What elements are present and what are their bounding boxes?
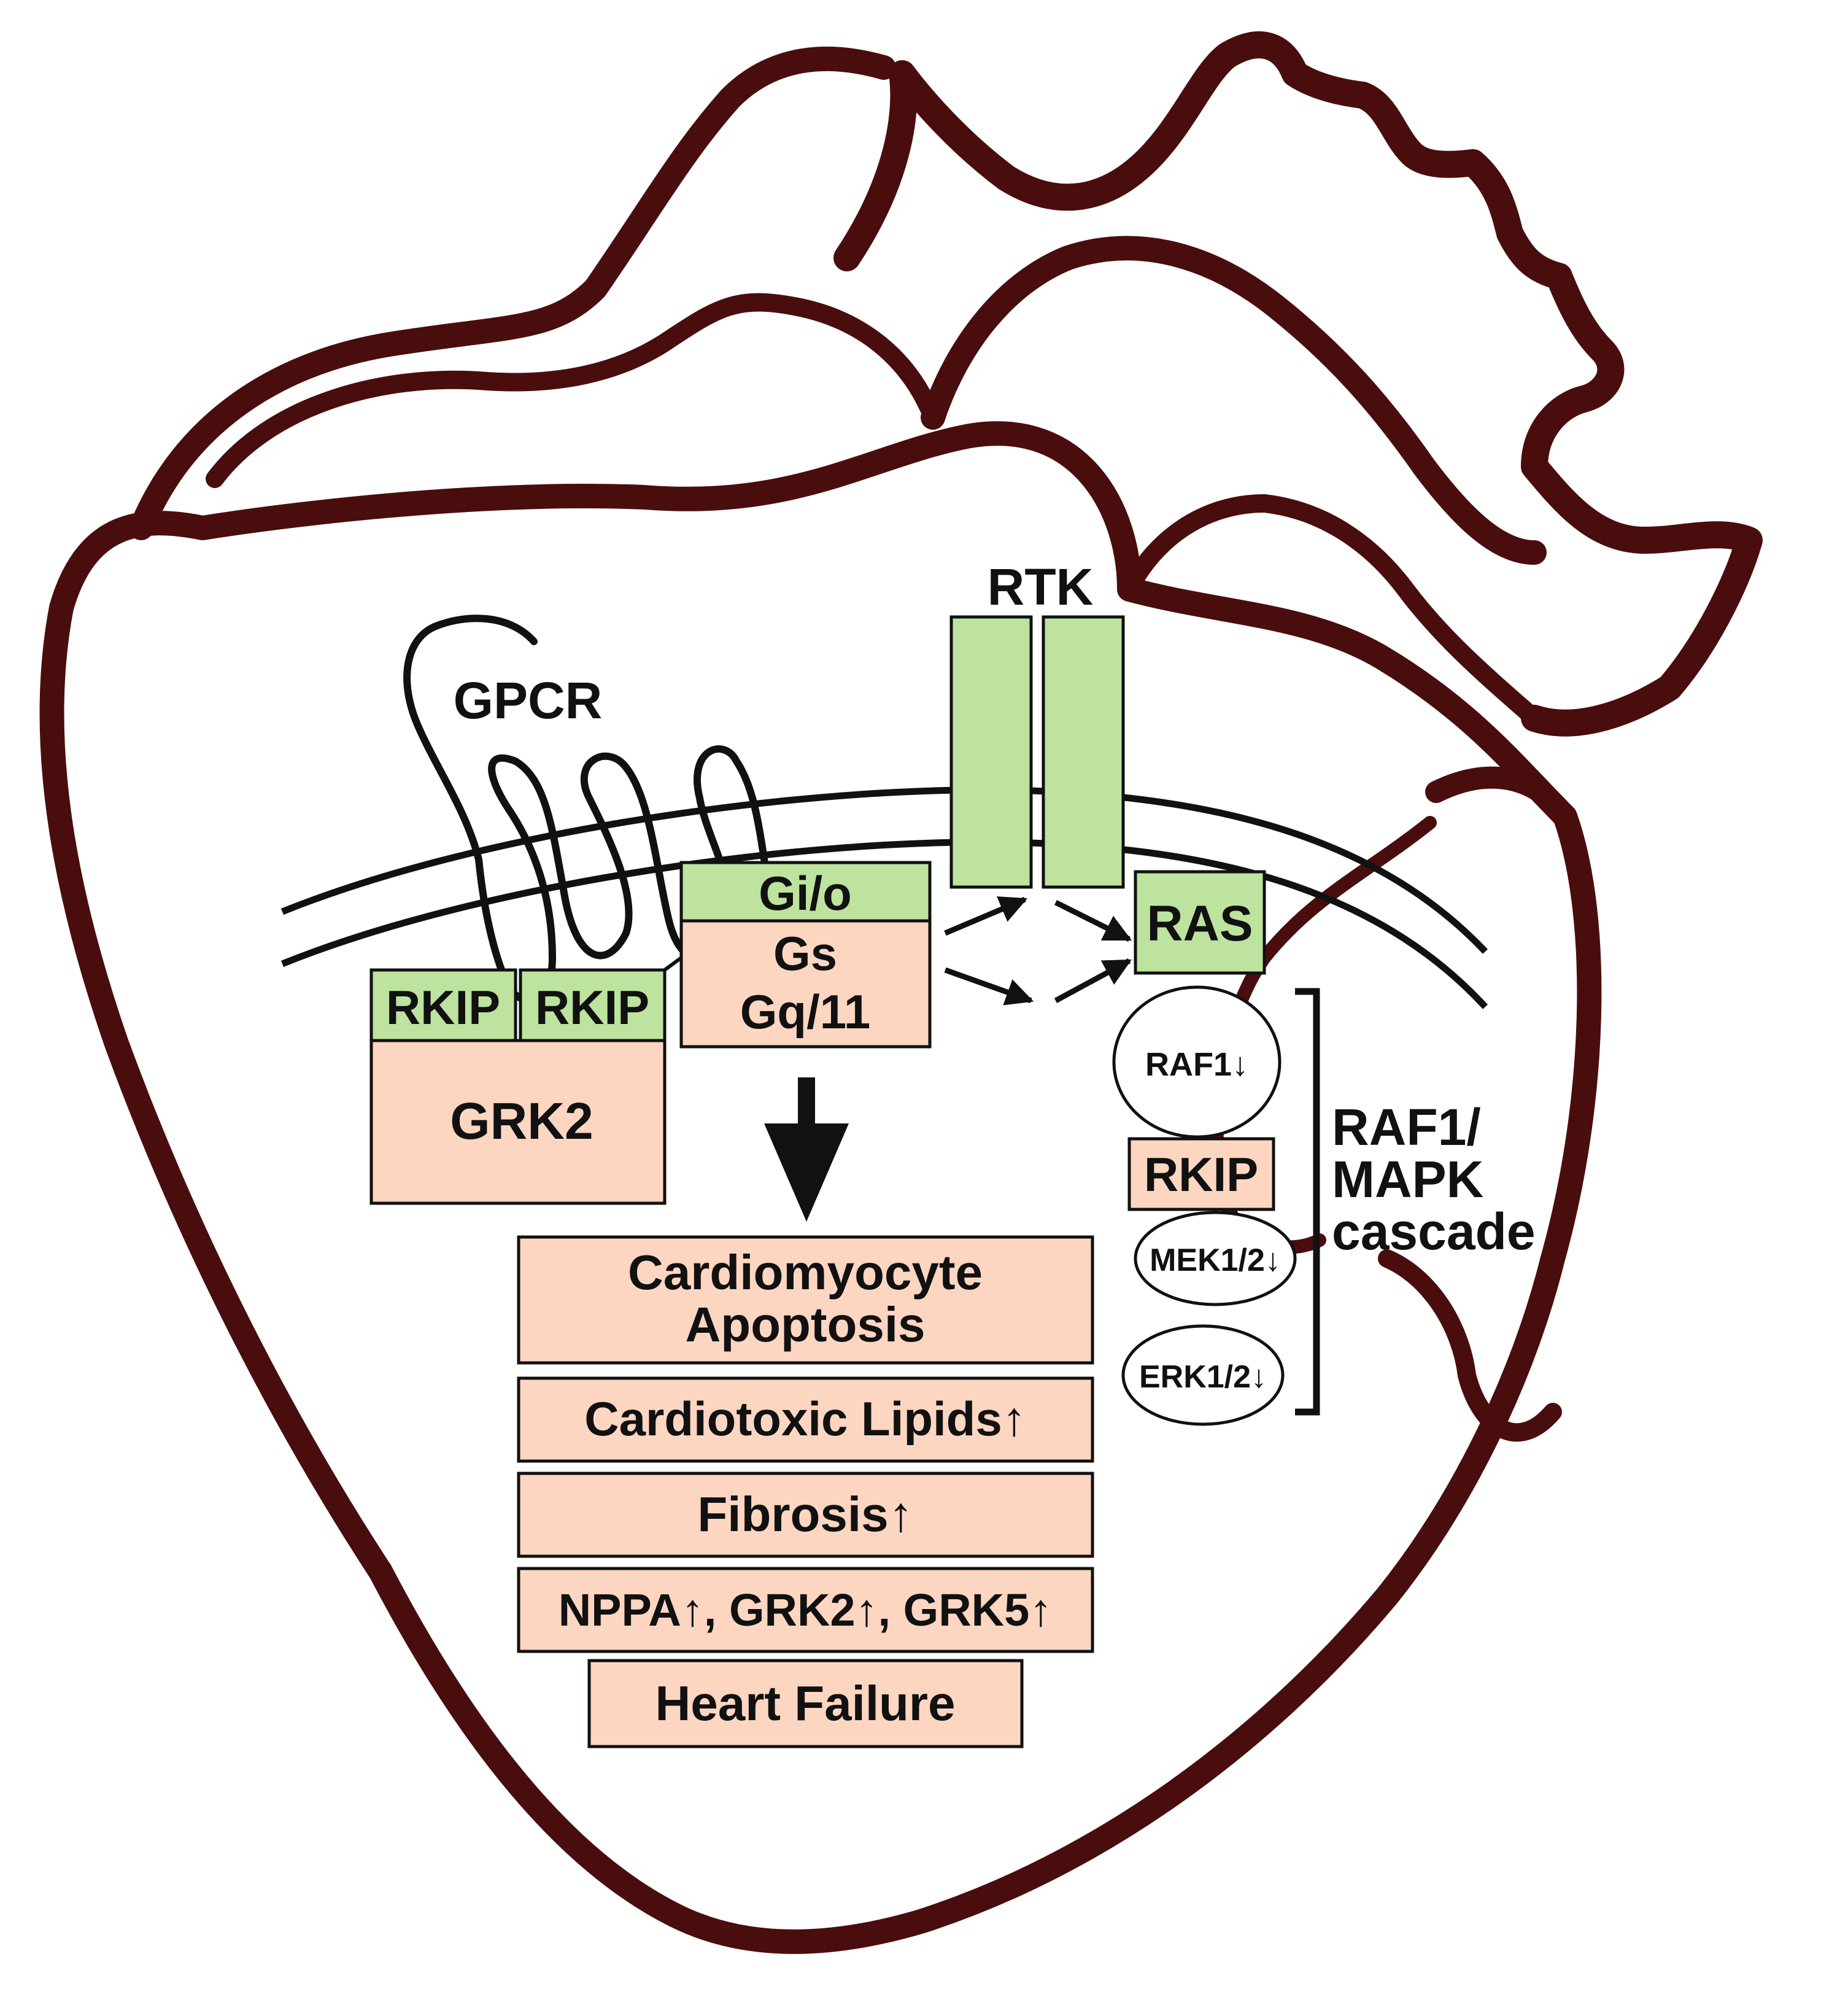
heart-pulmonary-outline: [921, 236, 1547, 565]
outcome-box-genes: [517, 1567, 1094, 1653]
ras-label: RAS: [1146, 896, 1253, 952]
erk-label: ERK1/2↓: [1139, 1359, 1267, 1395]
heart-lower-contour: [371, 1562, 439, 1667]
raf1-label: RAF1↓: [1145, 1046, 1248, 1083]
signaling-arrows: [944, 896, 1132, 1006]
outcome-genes-text: NPPA↑, GRK2↑, GRK5↑: [559, 1584, 1053, 1635]
arrow-rtk-to-ras: [1054, 899, 1132, 942]
heart-ventricle-outline: [39, 421, 1602, 1954]
outcome-box-lipids: [517, 1376, 1094, 1463]
gs-gq-box: [679, 919, 932, 1049]
heart-inner-lobe-outline: [206, 293, 942, 488]
outcome-box-heart-failure: [587, 1659, 1024, 1748]
heart-right-appendage-outline: [1425, 766, 1576, 828]
rkip-cascade-label: RKIP: [1144, 1147, 1258, 1201]
rtk-subunit-right: [1042, 615, 1125, 889]
mek-oval: [1134, 1211, 1297, 1306]
heart-right-groove: [1378, 1249, 1562, 1442]
cascade-bracket: [1295, 988, 1320, 1416]
grk2-label: GRK2: [450, 1092, 593, 1150]
gpcr-label: GPCR: [454, 672, 603, 729]
grk2-box: [369, 1039, 667, 1205]
raf1-oval: [1112, 985, 1282, 1139]
heart-pulmonary-inner: [1120, 494, 1544, 727]
heart-aorta-outline: [833, 31, 1763, 737]
down-arrow: [764, 1077, 849, 1222]
gprotein-to-membrane-line: [663, 956, 682, 972]
rkip-box-left: [369, 968, 517, 1042]
mek-label: MEK1/2↓: [1150, 1243, 1281, 1278]
arrow-g-to-mid: [944, 967, 1034, 1006]
rkip-left-label: RKIP: [386, 980, 500, 1034]
outcome-heart-failure-text: Heart Failure: [655, 1676, 955, 1731]
rkip-right-label: RKIP: [535, 980, 649, 1034]
outcome-apoptosis-line2: Apoptosis: [685, 1297, 925, 1352]
arrow-g-to-rtk: [944, 896, 1028, 936]
outcome-apoptosis-line1: Cardiomyocyte: [628, 1245, 983, 1300]
cascade-label-line1: RAF1/: [1332, 1098, 1481, 1156]
outcome-lipids-text: Cardiotoxic Lipids↑: [584, 1392, 1026, 1446]
ras-box: [1134, 870, 1266, 975]
outcome-fibrosis-text: Fibrosis↑: [697, 1487, 913, 1542]
outcome-box-fibrosis: [517, 1472, 1094, 1558]
rtk-label: RTK: [988, 558, 1094, 616]
cascade-label-line3: cascade: [1332, 1203, 1536, 1260]
rtk-subunit-left: [949, 615, 1033, 889]
heart-outline: [39, 31, 1763, 1954]
cascade-label-line2: MAPK: [1332, 1150, 1483, 1208]
outcome-box-apoptosis: [517, 1235, 1094, 1365]
heart-left-lobe-outline: [129, 46, 896, 540]
rkip-cascade-box: [1127, 1137, 1275, 1211]
outcome-list: Cardiomyocyte Apoptosis Cardiotoxic Lipi…: [517, 1235, 1094, 1748]
gio-label: Gi/o: [759, 866, 852, 920]
gs-label: Gs: [773, 926, 837, 980]
gq11-label: Gq/11: [740, 985, 870, 1039]
arrow-mid-to-ras: [1054, 958, 1132, 1003]
erk-oval: [1121, 1324, 1285, 1426]
